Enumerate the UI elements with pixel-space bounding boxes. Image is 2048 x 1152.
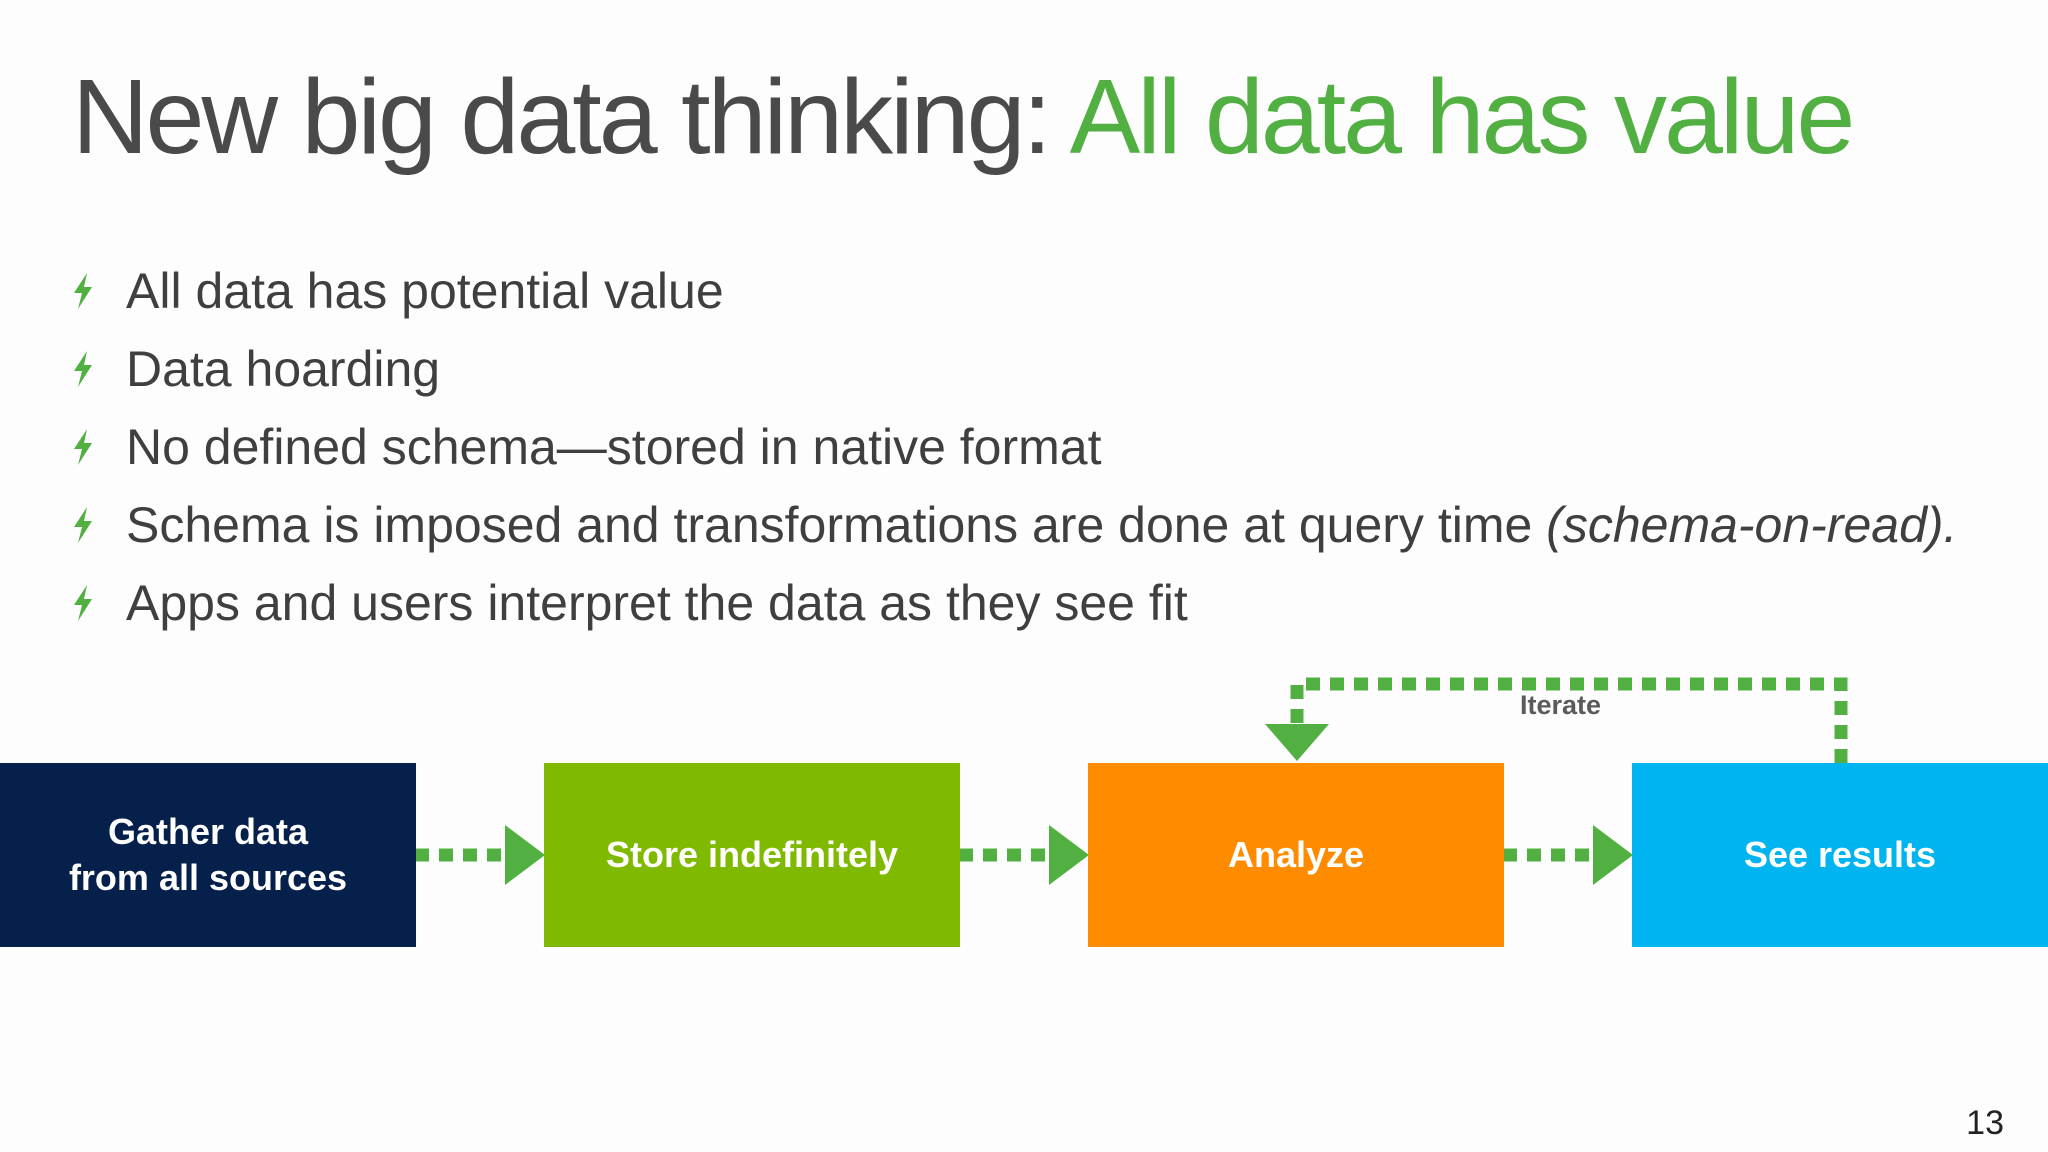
title-main: New big data thinking: — [72, 58, 1070, 176]
bullet-item: All data has potential value — [72, 252, 1957, 330]
iterate-label: Iterate — [1520, 690, 1602, 720]
lightning-bolt-icon — [72, 502, 126, 548]
bullet-text: Data hoarding — [126, 341, 441, 397]
bullet-text: No defined schema—stored in native forma… — [126, 419, 1102, 475]
dotted-arrow-right-icon — [959, 825, 1089, 885]
lightning-bolt-icon — [72, 424, 126, 470]
lightning-bolt-icon — [72, 268, 126, 314]
bullet-text: All data has potential value — [126, 263, 724, 319]
title-accent: All data has value — [1069, 58, 1856, 176]
step-see-results: See results — [1632, 763, 2048, 947]
bullet-text: Apps and users interpret the data as the… — [126, 575, 1188, 631]
step-label: Analyze — [1227, 834, 1365, 875]
bullet-item: Schema is imposed and transformations ar… — [72, 486, 1957, 564]
dotted-arrow-right-icon — [1503, 825, 1633, 885]
dotted-loop-arrow-icon — [1265, 677, 1848, 763]
bullet-item: Apps and users interpret the data as the… — [72, 564, 1957, 642]
bullet-item: Data hoarding — [72, 330, 1957, 408]
dotted-arrow-right-icon — [415, 825, 545, 885]
step-label: Gather data from all sources — [68, 811, 348, 898]
step-analyze: Analyze — [1088, 763, 1504, 947]
bullet-list: All data has potential value Data hoardi… — [72, 252, 1957, 642]
lightning-bolt-icon — [72, 346, 126, 392]
slide-title: New big data thinking: All data has valu… — [72, 52, 1856, 182]
step-label: See results — [1743, 834, 1937, 875]
bullet-item: No defined schema—stored in native forma… — [72, 408, 1957, 486]
page-number: 13 — [1966, 1104, 2004, 1142]
step-gather-data: Gather data from all sources — [0, 763, 416, 947]
bullet-text: Schema is imposed and transformations ar… — [126, 497, 1958, 553]
connector-layer — [415, 677, 1848, 885]
step-label: Store indefinitely — [605, 834, 899, 875]
step-store-indefinitely: Store indefinitely — [544, 763, 960, 947]
lightning-bolt-icon — [72, 580, 126, 626]
